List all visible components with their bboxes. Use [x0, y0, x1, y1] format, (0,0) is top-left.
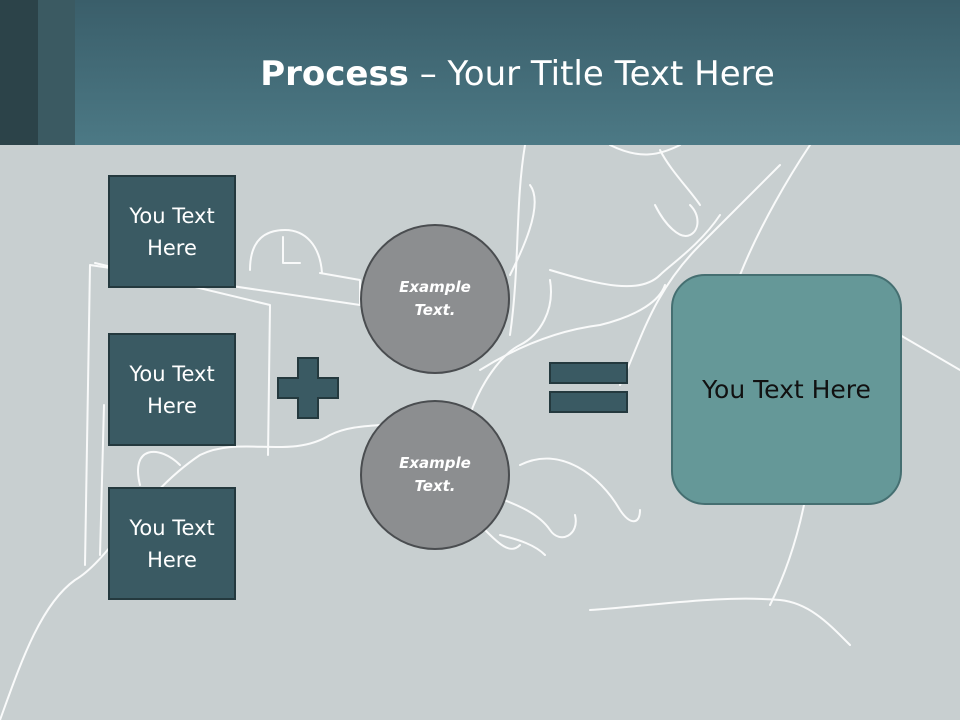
- result-box[interactable]: You Text Here: [671, 274, 902, 505]
- example-circle-2[interactable]: Example Text.: [360, 400, 510, 550]
- example-circle-2-label: Example Text.: [399, 454, 471, 495]
- input-box-2[interactable]: You Text Here: [108, 333, 236, 446]
- title-bar: Process – Your Title Text Here: [0, 0, 960, 145]
- input-box-1-label: You Text Here: [129, 203, 215, 260]
- header-stripe-medium: [38, 0, 75, 145]
- equals-icon: [549, 362, 628, 413]
- result-box-label: You Text Here: [702, 374, 871, 404]
- example-circle-1-label: Example Text.: [399, 278, 471, 319]
- plus-icon: [277, 357, 339, 419]
- background-line-art: [0, 145, 960, 720]
- slide-title: Process – Your Title Text Here: [75, 52, 960, 96]
- title-rest: – Your Title Text Here: [408, 54, 775, 94]
- input-box-3-label: You Text Here: [129, 515, 215, 572]
- example-circle-1[interactable]: Example Text.: [360, 224, 510, 374]
- header-stripe-dark: [0, 0, 38, 145]
- title-bold: Process: [260, 54, 409, 94]
- input-box-1[interactable]: You Text Here: [108, 175, 236, 288]
- input-box-3[interactable]: You Text Here: [108, 487, 236, 600]
- input-box-2-label: You Text Here: [129, 361, 215, 418]
